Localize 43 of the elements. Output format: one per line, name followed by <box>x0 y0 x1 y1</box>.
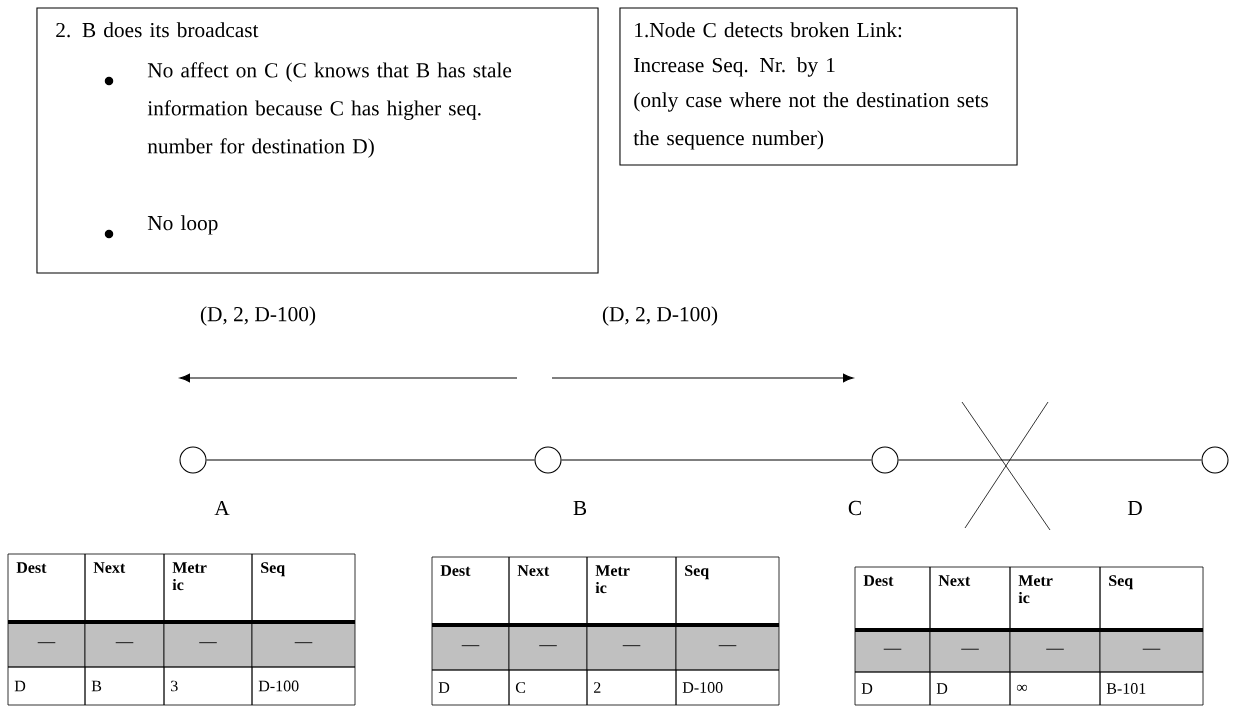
table-cell: D <box>7 666 86 706</box>
table-cell: — <box>675 624 780 671</box>
table-cell: D <box>854 671 931 706</box>
link-line <box>206 459 535 461</box>
table-cell: Metr ic <box>163 553 253 623</box>
table-cell: Dest <box>7 553 86 623</box>
table-cell: Next <box>929 566 1011 631</box>
table-cell: D-100 <box>675 669 780 706</box>
table-cell: Seq <box>675 556 780 626</box>
table-cell: C <box>508 669 588 706</box>
table-cell: Seq <box>251 553 356 623</box>
table-cell: Next <box>508 556 588 626</box>
table-cell: 3 <box>163 666 253 706</box>
table-cell: Seq <box>1099 566 1204 631</box>
table-cell: D <box>929 671 1011 706</box>
message-label: (D, 2, D-100) <box>602 306 718 326</box>
table-cell: Next <box>84 553 165 623</box>
table-cell: — <box>929 629 1011 673</box>
message-label: (D, 2, D-100) <box>200 306 316 326</box>
text-box: 2. B does its broadcast No affect on C (C knows that B has stale information because C has higher seq. number for destination D) No loop <box>36 7 599 274</box>
text-box: 1.Node C detects broken Link: Increase Seq. Nr. by 1 (only case where not the destination sets the sequence number) <box>619 7 1018 166</box>
node-label: B <box>573 501 587 515</box>
node-label: A <box>214 501 230 516</box>
table-cell: — <box>508 624 588 671</box>
node-label: C <box>848 500 861 516</box>
table-cell: D <box>431 669 510 706</box>
table-cell: B-101 <box>1099 671 1204 706</box>
table-cell: D-100 <box>251 666 356 706</box>
table-cell: — <box>1099 629 1204 673</box>
table-cell: Dest <box>431 556 510 626</box>
table-cell: — <box>1009 629 1101 673</box>
node-label: D <box>1127 501 1142 515</box>
table-cell: B <box>84 666 165 706</box>
table-cell: — <box>251 621 356 668</box>
table-cell: Dest <box>854 566 931 631</box>
table-cell: Metr ic <box>586 556 677 626</box>
table-cell: — <box>854 629 931 673</box>
table-cell: Metr ic <box>1009 566 1101 631</box>
table-cell: — <box>163 621 253 668</box>
table-cell: 2 <box>586 669 677 706</box>
link-line <box>561 459 872 461</box>
link-line <box>898 459 1203 461</box>
table-cell: ∞ <box>1009 671 1101 706</box>
